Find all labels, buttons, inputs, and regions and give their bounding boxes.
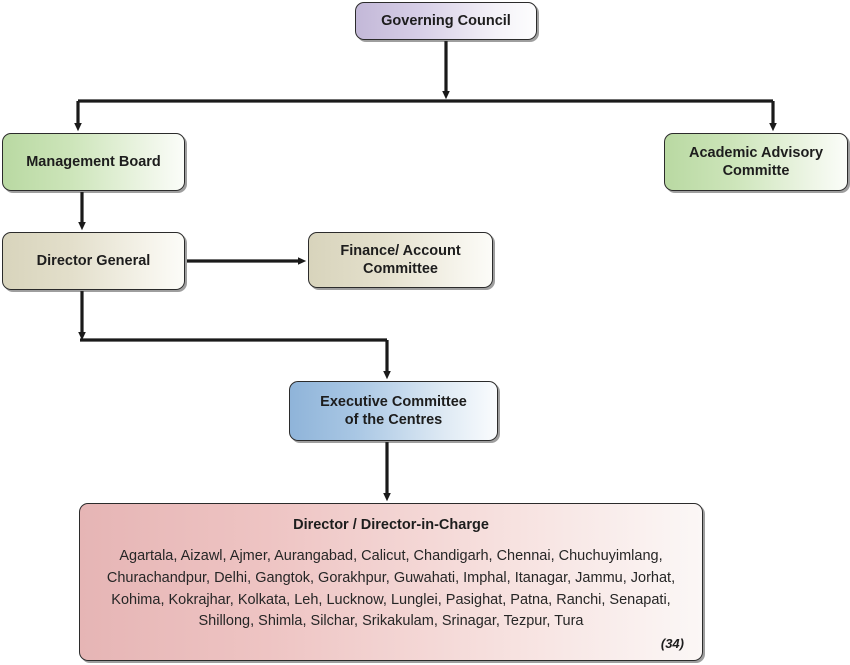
node-executive-committee[interactable]: Executive Committee of the Centres — [289, 381, 498, 441]
node-governing-council[interactable]: Governing Council — [355, 2, 537, 40]
node-academic-advisory-committee-label: Academic Advisory Committe — [688, 144, 824, 179]
node-director-general[interactable]: Director General — [2, 232, 185, 290]
node-directors[interactable]: Director / Director-in-Charge Agartala, … — [79, 503, 703, 661]
node-directors-count: (34) — [660, 635, 684, 651]
node-finance-account-committee-label: Finance/ Account Committee — [340, 242, 461, 277]
node-finance-account-committee[interactable]: Finance/ Account Committee — [308, 232, 493, 288]
node-executive-committee-label: Executive Committee of the Centres — [320, 393, 467, 428]
node-directors-locations: Agartala, Aizawl, Ajmer, Aurangabad, Cal… — [106, 548, 676, 630]
node-governing-council-label: Governing Council — [381, 12, 511, 29]
node-director-general-label: Director General — [36, 252, 151, 269]
node-directors-title: Director / Director-in-Charge — [293, 517, 489, 533]
node-academic-advisory-committee[interactable]: Academic Advisory Committe — [664, 133, 848, 191]
node-management-board[interactable]: Management Board — [2, 133, 185, 191]
node-management-board-label: Management Board — [26, 153, 161, 170]
